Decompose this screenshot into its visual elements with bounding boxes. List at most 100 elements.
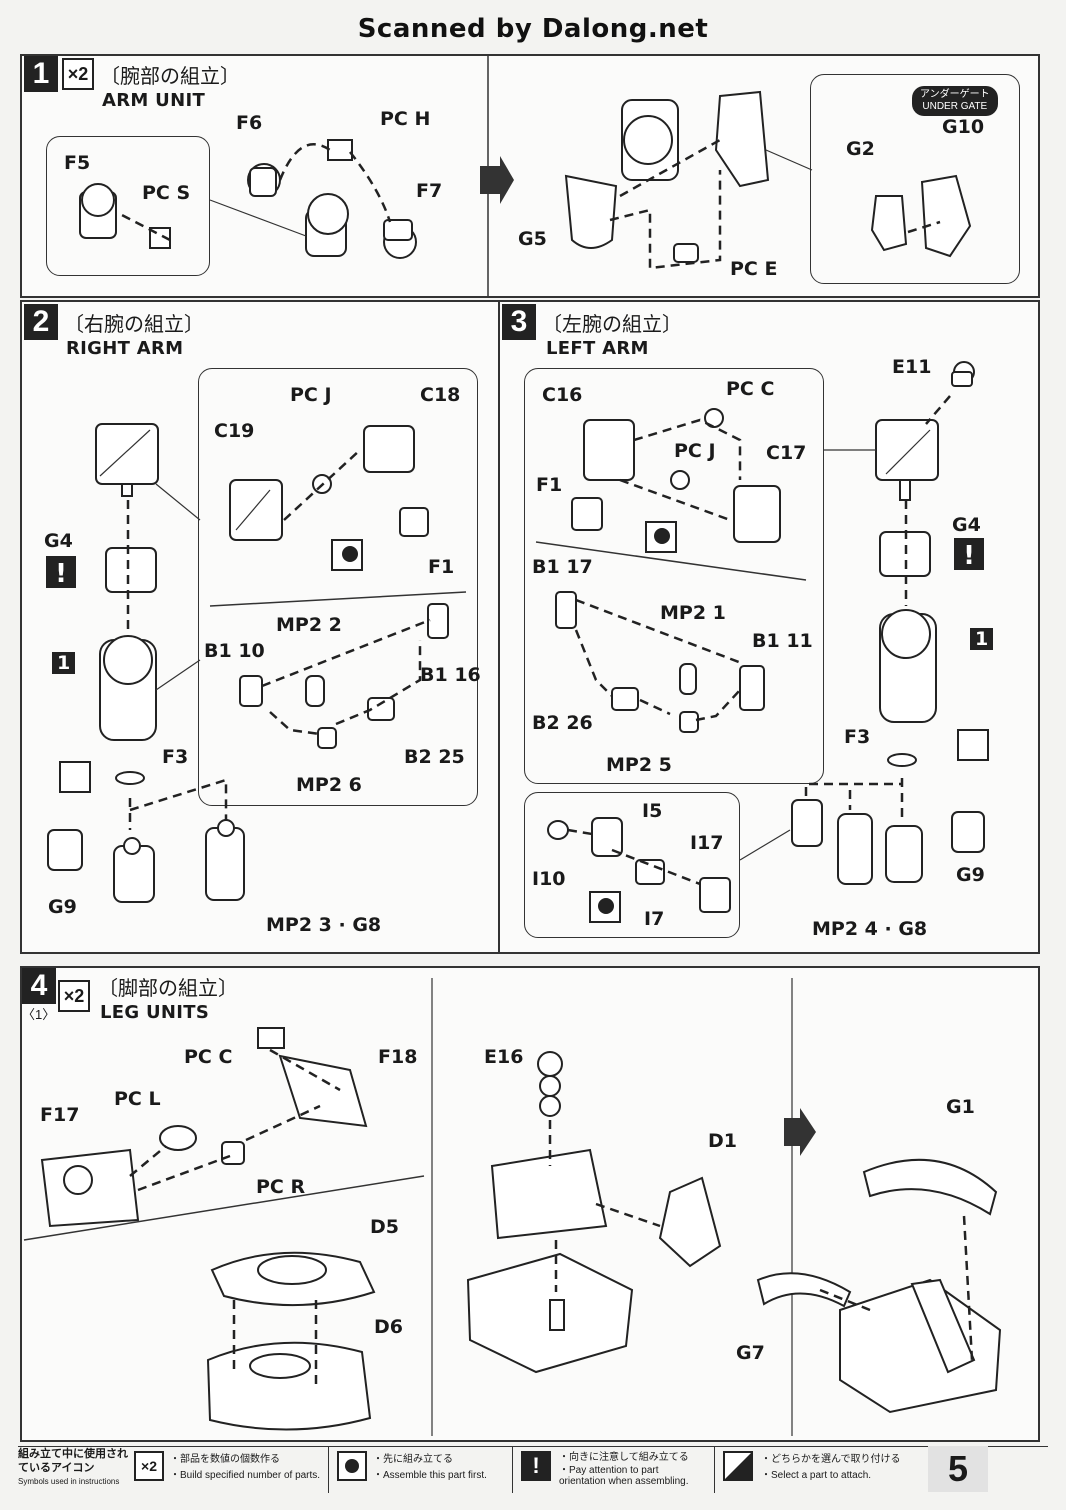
step2-choice-icon bbox=[59, 761, 91, 793]
step3-callout-2 bbox=[739, 829, 791, 861]
step4-leg-base-part bbox=[466, 1252, 634, 1374]
step4-hip-part bbox=[490, 1148, 608, 1240]
step3-c16-part bbox=[583, 419, 635, 481]
step4-pcr-part bbox=[221, 1141, 245, 1165]
label-s3-b2-26: B2 26 bbox=[532, 712, 593, 734]
legend-title: 組み立て中に使用されているアイコン Symbols used in instru… bbox=[18, 1447, 130, 1493]
legend-item-select-jp: ・どちらかを選んで取り付ける bbox=[761, 1454, 901, 1465]
label-s3-b1-11: B1 11 bbox=[752, 630, 813, 652]
step4-arrow-upper bbox=[129, 1048, 341, 1192]
step1-arrow-e bbox=[609, 170, 722, 270]
under-gate-en: UNDER GATE bbox=[922, 101, 988, 112]
step1-callout-line bbox=[209, 199, 307, 237]
label-s2-f3: F3 bbox=[162, 746, 189, 768]
step1-under-gate-box bbox=[810, 74, 1020, 284]
step2-arrow-c bbox=[283, 449, 361, 521]
step3-number: 3 bbox=[502, 304, 536, 340]
label-s3-c17: C17 bbox=[766, 442, 807, 464]
step3-attention-icon bbox=[954, 538, 984, 570]
label-s3-g4: G4 bbox=[952, 514, 981, 536]
step3-f1-part bbox=[571, 497, 603, 531]
step4-d6-part bbox=[206, 1341, 372, 1431]
step4-pcl-part bbox=[159, 1125, 197, 1151]
step4-inner-divider bbox=[23, 1175, 425, 1241]
step4-number: 4 bbox=[22, 968, 56, 1004]
select-part-icon bbox=[723, 1451, 753, 1481]
step1-next-arrow bbox=[480, 156, 514, 204]
label-s2-c19: C19 bbox=[214, 420, 255, 442]
step1-f7-part bbox=[383, 219, 417, 259]
legend-item-assemble-first-jp: ・先に組み立てる bbox=[373, 1454, 453, 1465]
step4-arrow-right bbox=[819, 1215, 974, 1361]
step4-pcc-part bbox=[257, 1027, 285, 1049]
label-s1-f6: F6 bbox=[236, 112, 263, 134]
watermark: Scanned by Dalong.net bbox=[357, 14, 709, 44]
label-s3-g9: G9 bbox=[956, 864, 985, 886]
step3-arrow-upper bbox=[619, 418, 742, 522]
label-s2-b2-25: B2 25 bbox=[404, 746, 465, 768]
legend-title-en: Symbols used in instructions bbox=[18, 1477, 120, 1486]
step2-f3-part bbox=[115, 771, 145, 785]
step3-hand-box-parts bbox=[547, 817, 731, 923]
label-s4-pcr: PC R bbox=[256, 1176, 306, 1198]
label-s1-f5: F5 bbox=[64, 152, 91, 174]
label-s3-mp2-5: MP2 5 bbox=[606, 754, 672, 776]
step2-alt-hand-part bbox=[205, 819, 245, 901]
step2-upper-arm-box bbox=[198, 368, 478, 806]
label-s4-f18: F18 bbox=[378, 1046, 418, 1068]
step3-arrow-hand-box bbox=[567, 828, 701, 886]
step2-callout-1 bbox=[155, 483, 201, 521]
step3-arrow-elbow bbox=[574, 598, 745, 722]
legend-item-multiply-jp: ・部品を数値の個数作る bbox=[170, 1454, 280, 1465]
legend-item-select: ・どちらかを選んで取り付ける ・Select a part to attach. bbox=[714, 1447, 935, 1493]
step4-f17-part bbox=[40, 1148, 140, 1228]
step2-hand-part bbox=[113, 837, 155, 903]
label-s4-f17: F17 bbox=[40, 1104, 80, 1126]
step1-arrow-d bbox=[619, 138, 721, 198]
label-s2-pcj: PC J bbox=[290, 384, 332, 406]
step1-forearm-part bbox=[564, 90, 770, 263]
step-divider bbox=[498, 300, 500, 954]
step4-arrow-lower bbox=[232, 1300, 318, 1390]
step3-upper-arm-part bbox=[879, 609, 937, 723]
under-gate-badge: アンダーゲート UNDER GATE bbox=[912, 86, 998, 116]
legend-bar: 組み立て中に使用されているアイコン Symbols used in instru… bbox=[18, 1446, 1048, 1493]
step1-title-jp: 〔腕部の組立〕 bbox=[100, 64, 240, 88]
step2-shoulder-block bbox=[95, 423, 159, 497]
label-s4-pcc: PC C bbox=[184, 1046, 233, 1068]
step2-title-en: RIGHT ARM bbox=[66, 338, 184, 359]
label-s2-mp2-3-g8: MP2 3 · G8 bbox=[266, 914, 382, 936]
label-s1-pch: PC H bbox=[380, 108, 431, 130]
step3-pcc-part bbox=[704, 408, 724, 428]
label-s4-g1: G1 bbox=[946, 1096, 975, 1118]
step3-title-jp: 〔左腕の組立〕 bbox=[542, 312, 682, 336]
step2-arrow-elbow bbox=[261, 618, 431, 736]
step2-number: 2 bbox=[24, 304, 58, 340]
step3-arrow-e11 bbox=[925, 395, 951, 425]
step3-c17-part bbox=[733, 485, 781, 543]
attention-icon: ! bbox=[521, 1451, 551, 1481]
step3-inner-divider bbox=[535, 541, 807, 581]
step1-number: 1 bbox=[24, 56, 58, 92]
step3-arrow-hand bbox=[804, 778, 904, 818]
step4-final-leg-part bbox=[839, 1278, 1002, 1414]
step1-pch-part bbox=[327, 139, 353, 161]
step4-d1-part bbox=[658, 1176, 722, 1268]
legend-item-assemble-first: ・先に組み立てる ・Assemble this part first. bbox=[328, 1447, 513, 1493]
step4-g7-part bbox=[756, 1272, 852, 1308]
step4-g1-part bbox=[862, 1158, 998, 1216]
label-s1-pcs: PC S bbox=[142, 182, 191, 204]
step2-c18-part bbox=[363, 425, 415, 473]
legend-item-multiply: ×2 ・部品を数値の個数作る ・Build specified number o… bbox=[134, 1447, 320, 1493]
step2-callout-2 bbox=[155, 659, 201, 691]
step1-arrow-b bbox=[278, 143, 331, 181]
label-s1-f7: F7 bbox=[416, 180, 443, 202]
step2-subassembly-icon bbox=[331, 539, 363, 571]
label-s2-b1-16: B1 16 bbox=[420, 664, 481, 686]
step2-f1-part bbox=[399, 507, 429, 537]
label-s3-i17: I17 bbox=[690, 832, 724, 854]
legend-item-orientation-jp: ・向きに注意して組み立てる bbox=[559, 1452, 689, 1463]
step4-next-arrow bbox=[784, 1108, 816, 1156]
step1-subassembly-box bbox=[46, 136, 210, 276]
step1-multiplier: ×2 bbox=[62, 58, 94, 90]
